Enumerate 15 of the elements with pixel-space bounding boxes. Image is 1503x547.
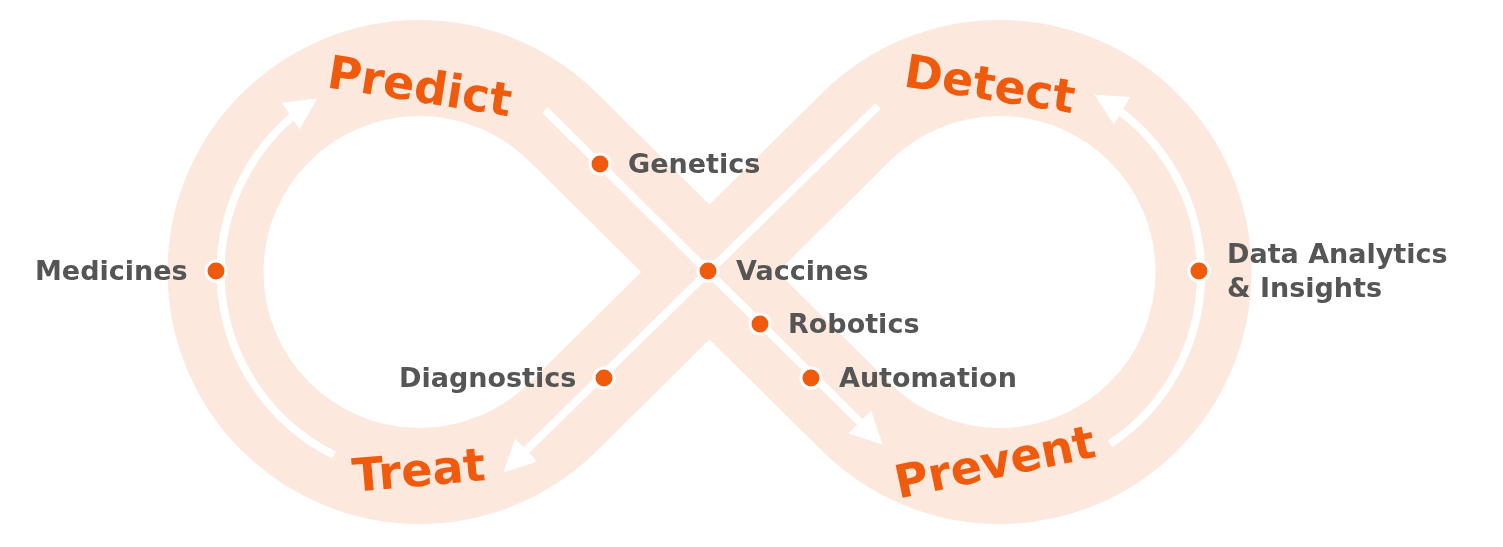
topic-label: Vaccines: [736, 254, 869, 288]
topic-label: Genetics: [628, 147, 761, 181]
arrow: [542, 107, 883, 445]
stage-heading: Detect: [901, 47, 1079, 121]
stage-heading: Predict: [324, 48, 515, 124]
topic-label: Data Analytics & Insights: [1227, 237, 1449, 305]
stage-heading: Treat: [349, 441, 487, 499]
topic-label: Robotics: [788, 307, 920, 341]
stage-heading: Prevent: [890, 418, 1100, 506]
topic-label: Diagnostics: [399, 361, 577, 395]
topic-label: Automation: [839, 361, 1017, 395]
topic-label: Medicines: [35, 254, 188, 288]
arrow: [1094, 94, 1205, 448]
arrow: [216, 98, 336, 459]
arrow: [503, 103, 881, 473]
